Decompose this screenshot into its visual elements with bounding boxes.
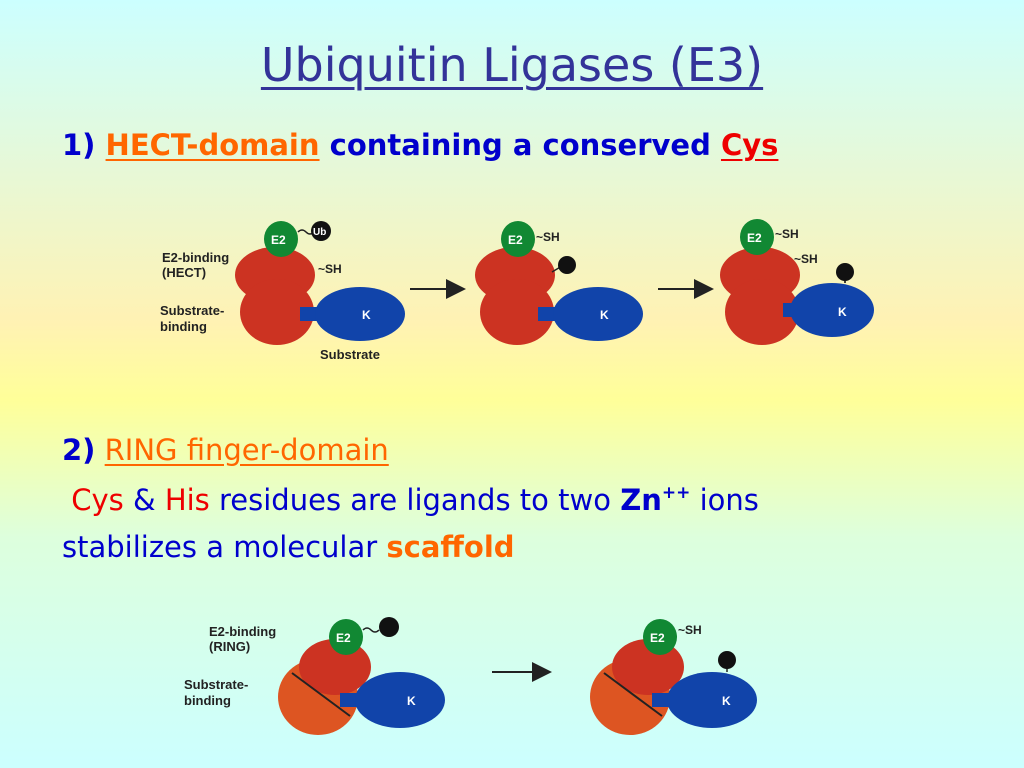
hect-substrate-binding-lobe (480, 279, 554, 345)
sh-label: ~SH (318, 262, 342, 276)
substrate-stem (538, 307, 556, 321)
e2-label: E2 (508, 233, 523, 247)
substrate-stem (300, 307, 318, 321)
ring-domain-border (291, 672, 351, 717)
e2-enzyme (501, 221, 535, 257)
hect-step-3: E2 ~SH ~SH K (720, 219, 874, 345)
substrate (355, 672, 445, 728)
sh-label: ~SH (536, 230, 560, 244)
ring-domain-border (603, 672, 663, 717)
hect-sh-label: ~SH (794, 252, 818, 266)
e2-enzyme (740, 219, 774, 255)
ubiquitin (311, 221, 331, 241)
hect-substrate-binding-lobe (240, 279, 314, 345)
hect-substrate-label: Substrate (320, 347, 380, 362)
e2-label: E2 (650, 631, 665, 645)
lysine-label: K (838, 305, 847, 319)
thioester-bond (362, 627, 380, 633)
hect-e2-binding-sublabel: (HECT) (162, 265, 206, 280)
ring-heading: 2) RING finger-domain (62, 433, 389, 467)
lysine-label: K (407, 694, 416, 708)
lysine-label: K (722, 694, 731, 708)
hect-heading: 1) HECT-domain containing a conserved Cy… (62, 128, 778, 162)
substrate-stem (340, 693, 358, 707)
lysine-label: K (362, 308, 371, 322)
ring-substrate-binding-label: Substrate- (184, 677, 248, 692)
hect-substrate-binding-lobe (725, 279, 799, 345)
scaffold-term: scaffold (386, 530, 515, 564)
section-1-number: 1) (62, 128, 96, 162)
substrate-stem (652, 693, 670, 707)
hect-diagram: E2-binding (HECT) Substrate- binding Sub… (160, 219, 874, 362)
zinc-charge: ++ (661, 483, 691, 503)
lysine-label: K (600, 308, 609, 322)
ring-ligands-line: Cys & His residues are ligands to two Zn… (62, 483, 759, 517)
his-residue: His (164, 483, 210, 517)
substrate (553, 287, 643, 341)
ring-diagram: E2-binding (RING) Substrate- binding E2 … (184, 617, 757, 735)
ring-step-1: E2 K (278, 617, 445, 735)
substrate (790, 283, 874, 337)
ubiquitin (718, 651, 736, 669)
ring-domain-term: RING finger-domain (104, 433, 389, 467)
ions-text: ions (699, 483, 759, 517)
e2-enzyme (264, 221, 298, 257)
scaffold-line: stabilizes a molecular scaffold (62, 530, 515, 564)
ubiquitin (836, 263, 854, 281)
e2-enzyme (329, 619, 363, 655)
cys-residue: Cys (71, 483, 124, 517)
ligands-text: residues are ligands to two (219, 483, 611, 517)
ring-step-2: E2 ~SH K (590, 619, 757, 735)
hect-step-1: E2 Ub ~SH K (235, 221, 405, 345)
ubiquitin (558, 256, 576, 274)
ring-e2-binding-sublabel: (RING) (209, 639, 250, 654)
hect-step-2: E2 ~SH K (475, 221, 643, 345)
scaffold-text: stabilizes a molecular (62, 530, 378, 564)
ubiquitin (379, 617, 399, 637)
substrate (667, 672, 757, 728)
ampersand: & (132, 483, 156, 517)
ub-label: Ub (313, 227, 326, 238)
sh-label: ~SH (775, 227, 799, 241)
hect-substrate-binding-sublabel: binding (160, 319, 207, 334)
zinc-symbol: Zn (620, 483, 662, 517)
zinc-ion: Zn++ (620, 483, 690, 517)
e2-enzyme (643, 619, 677, 655)
hect-domain-term: HECT-domain (105, 128, 320, 162)
e2-label: E2 (747, 231, 762, 245)
cys-term: Cys (720, 128, 779, 162)
section-2-number: 2) (62, 433, 96, 467)
hect-substrate-binding-label: Substrate- (160, 303, 224, 318)
hect-description: containing a conserved (329, 128, 711, 162)
page-title: Ubiquitin Ligases (E3) (260, 38, 764, 92)
e2-label: E2 (336, 631, 351, 645)
sh-label: ~SH (678, 623, 702, 637)
substrate (315, 287, 405, 341)
e2-label: E2 (271, 233, 286, 247)
ring-substrate-binding-sublabel: binding (184, 693, 231, 708)
ring-e2-binding-label: E2-binding (209, 624, 276, 639)
hect-e2-binding-label: E2-binding (162, 250, 229, 265)
